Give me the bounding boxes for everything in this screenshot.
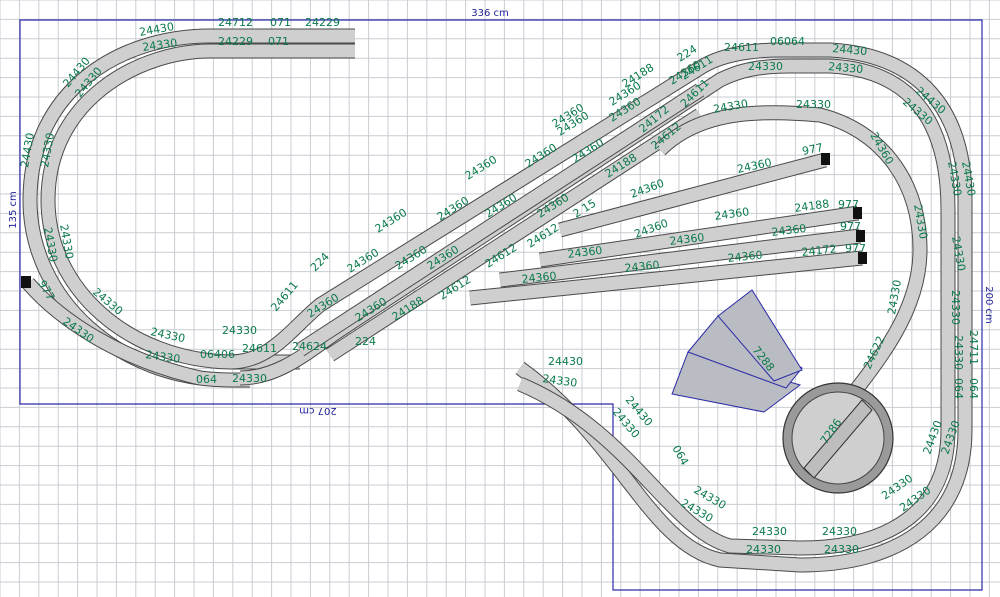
track-label: 24624: [292, 340, 327, 353]
track-siding-3[interactable]: [499, 228, 861, 288]
track-siding-4[interactable]: [469, 250, 863, 306]
track-label: 24330: [38, 132, 57, 169]
track-label: 24172: [801, 242, 837, 259]
track-label: 24611: [268, 279, 300, 314]
track-label: 24229: [218, 35, 253, 48]
dimension-bottom: 207 cm: [299, 405, 337, 416]
track-siding-1[interactable]: [558, 152, 827, 238]
engine-shed-fan[interactable]: 7288: [671, 289, 803, 413]
track-label: 06406: [200, 348, 235, 361]
track-label: 24611: [724, 41, 759, 54]
track-label: 24330: [142, 36, 178, 54]
track-label: 064: [196, 373, 217, 386]
bumper-siding-3: [856, 230, 865, 242]
track-label: 24360: [714, 205, 750, 223]
track-right-inner-loop[interactable]: [517, 58, 956, 556]
track-label: 064: [669, 443, 691, 468]
track-label: 24330: [752, 525, 787, 538]
track-label: 24430: [138, 20, 175, 39]
turntable[interactable]: 7286: [782, 382, 894, 494]
track-label: 24330: [145, 348, 181, 366]
track-label: 24430: [959, 160, 978, 197]
track-label: 24711: [967, 330, 980, 365]
dimension-right: 200 cm: [983, 286, 994, 324]
track-label: 24330: [232, 372, 267, 385]
track-label: 24430: [18, 132, 37, 169]
track-label: 24430: [548, 355, 583, 368]
track-label: 24430: [832, 42, 868, 58]
track-label: 24360: [727, 248, 763, 265]
track-label: 064: [967, 378, 980, 399]
track-label: 24360: [521, 269, 557, 286]
track-label: 24330: [822, 525, 857, 538]
track-label: 071: [268, 35, 289, 48]
track-label: 24330: [222, 324, 257, 337]
track-label: 24330: [945, 160, 964, 197]
baseboard-outline: [19, 19, 983, 591]
track-label: 06064: [770, 35, 805, 48]
track-label: 24360: [771, 222, 807, 239]
bumper-siding-4: [858, 252, 867, 264]
bumper-siding-2: [853, 207, 862, 219]
track-label: 977: [838, 198, 859, 211]
track-label: 24330: [712, 97, 749, 116]
track-label: 24330: [542, 372, 578, 390]
track-label: 24712: [218, 16, 253, 29]
bumper-siding-1: [821, 153, 830, 165]
dimension-left: 135 cm: [8, 191, 19, 229]
track-label: 24360: [373, 206, 410, 236]
track-label: 24360: [624, 258, 660, 275]
track-label: 977: [845, 242, 866, 255]
track-diagonal-4[interactable]: [325, 108, 705, 362]
track-label: 224: [355, 335, 376, 348]
track-right-third-loop[interactable]: [654, 105, 928, 415]
track-right-outer-loop[interactable]: [515, 42, 973, 573]
track-label: 24360: [669, 231, 705, 248]
bumper-left: [21, 276, 31, 288]
dimension-top: 336 cm: [471, 8, 509, 19]
track-label: 24330: [949, 290, 962, 325]
track-label: 24330: [796, 98, 831, 111]
track-inner-loop[interactable]: [40, 43, 355, 370]
track-label: 224: [308, 250, 332, 274]
track-left-spur[interactable]: [22, 278, 202, 386]
track-label: 24330: [41, 226, 60, 263]
track-label: 24330: [911, 203, 930, 240]
track-label: 24330: [57, 223, 76, 260]
track-label: 064: [952, 378, 965, 399]
track-label: 977: [801, 141, 824, 158]
track-label: 24611: [242, 342, 277, 355]
track-label: 24330: [748, 60, 783, 73]
track-label: 24330: [746, 543, 781, 556]
track-diagonal-3[interactable]: [295, 83, 705, 357]
track-label: 24360: [463, 153, 500, 183]
track-label: 24330: [952, 335, 965, 370]
track-label: 24188: [794, 197, 830, 215]
track-label: 977: [840, 220, 861, 233]
track-siding-2[interactable]: [538, 205, 860, 268]
track-diagonal-1[interactable]: [229, 42, 781, 370]
track-label: 24229: [305, 16, 340, 29]
track-label: 24360: [567, 244, 603, 261]
track-label: 071: [270, 16, 291, 29]
track-label: 24330: [885, 279, 904, 316]
track-label: 24330: [949, 235, 968, 272]
track-label: 24330: [828, 60, 864, 76]
track-label: 24330: [824, 543, 859, 556]
